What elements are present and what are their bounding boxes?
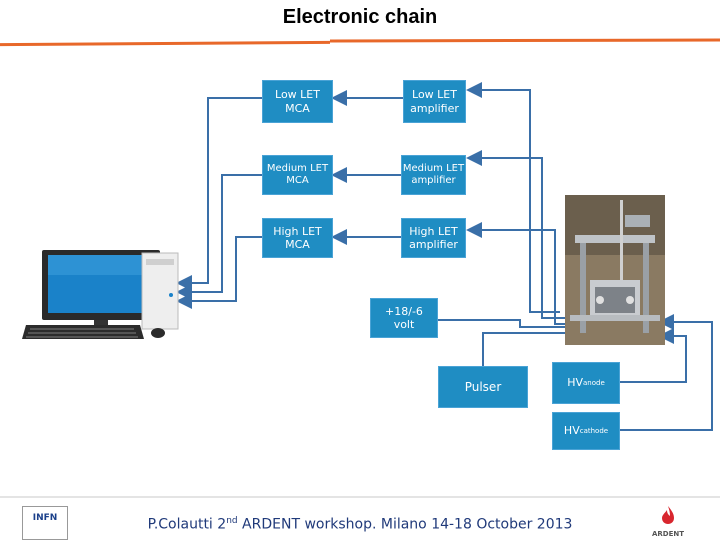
medium-let-amplifier-box: Medium LET amplifier bbox=[401, 155, 466, 195]
low-mca-to-computer-line bbox=[176, 97, 262, 291]
footer-caption: P.Colautti 2nd ARDENT workshop. Milano 1… bbox=[147, 516, 573, 533]
hv-cathode-line bbox=[620, 314, 713, 431]
med-mca-to-computer-line bbox=[176, 174, 262, 300]
detector-apparatus-image bbox=[565, 195, 665, 345]
footer-bar bbox=[0, 495, 720, 540]
high-mca-to-computer-line bbox=[176, 236, 262, 309]
computer-image bbox=[22, 250, 179, 339]
low-let-amplifier-box: Low LET amplifier bbox=[403, 80, 466, 123]
ardent-logo: ARDENT bbox=[648, 505, 688, 539]
infn-logo: INFN bbox=[22, 506, 68, 540]
pulser-box: Pulser bbox=[438, 366, 528, 408]
low-let-mca-box: Low LET MCA bbox=[262, 80, 333, 123]
slide-title: Electronic chain bbox=[282, 6, 438, 28]
power-supply-box: +18/-6 volt bbox=[370, 298, 438, 338]
detector-to-low-amp-line bbox=[466, 82, 560, 313]
detector-to-med-amp-line bbox=[466, 150, 565, 319]
medium-let-mca-box: Medium LET MCA bbox=[262, 155, 333, 195]
flame-icon bbox=[662, 506, 674, 524]
high-let-amplifier-box: High LET amplifier bbox=[401, 218, 466, 258]
power-to-detector-line bbox=[438, 319, 592, 335]
hv-anode-line bbox=[620, 328, 687, 383]
detector-to-high-amp-line bbox=[466, 222, 570, 325]
high-let-mca-box: High LET MCA bbox=[262, 218, 333, 258]
